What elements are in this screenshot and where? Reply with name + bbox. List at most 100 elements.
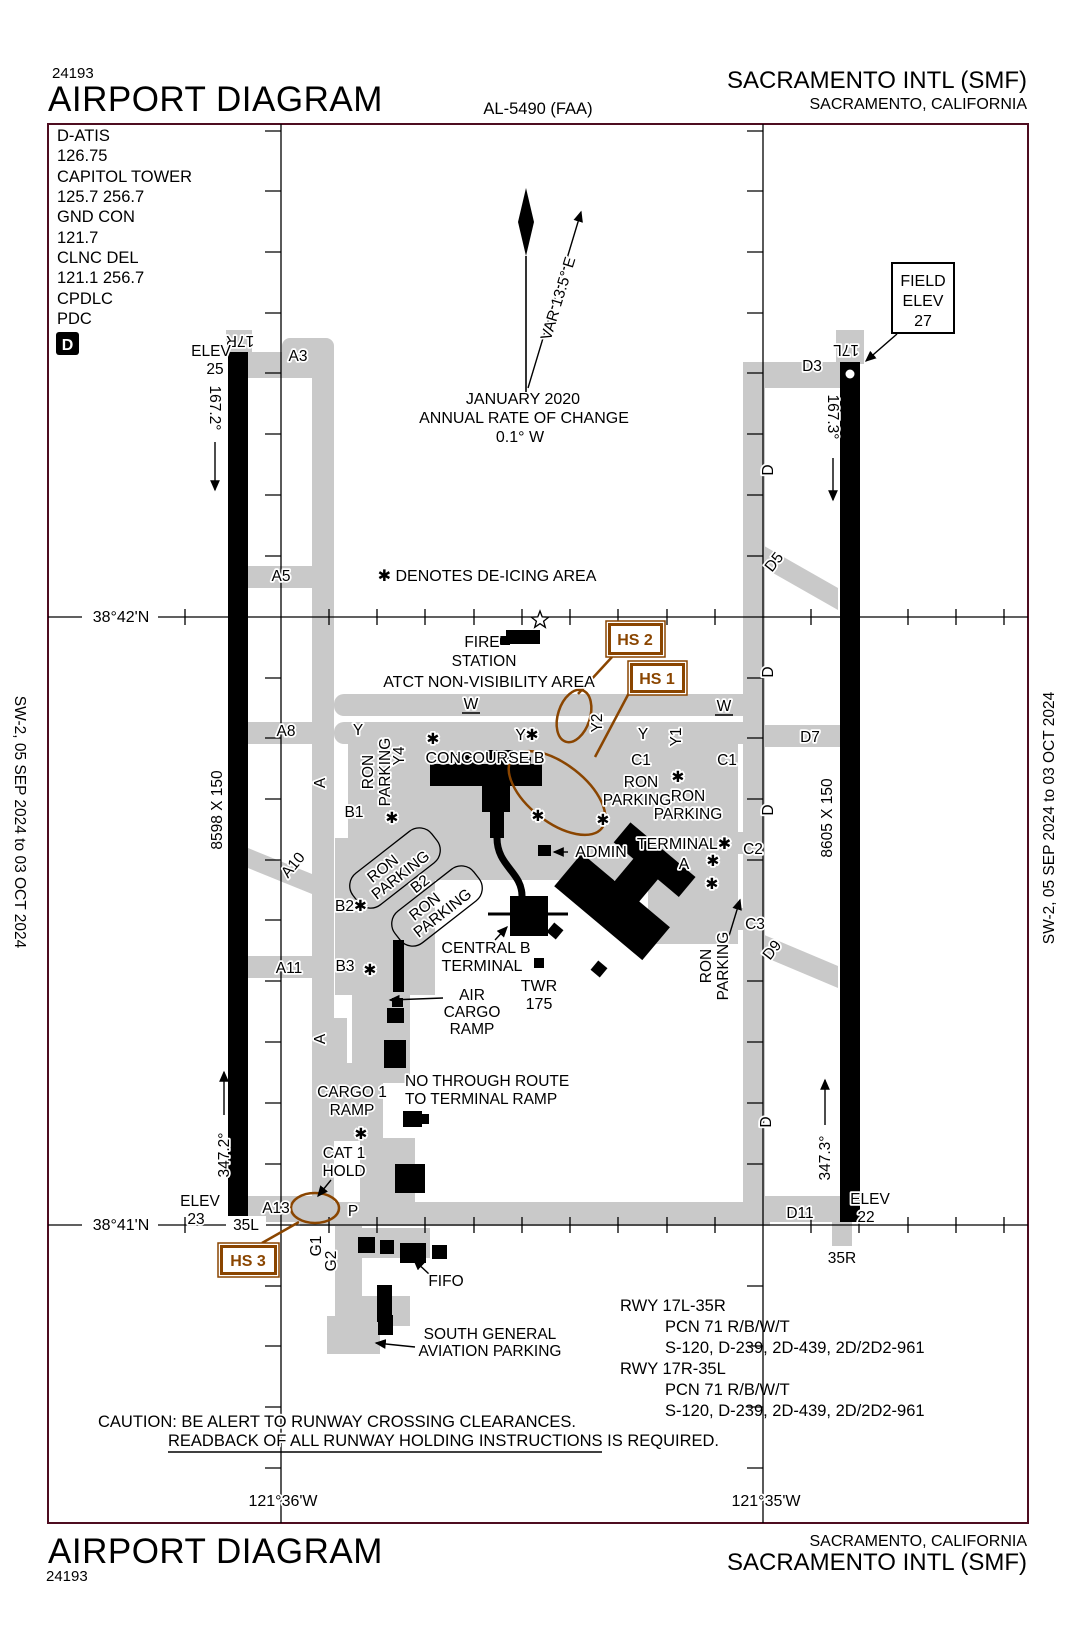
comm-line: 121.1 256.7 — [57, 269, 144, 287]
magvar-rate-label: ANNUAL RATE OF CHANGE — [419, 410, 629, 427]
edge-date-left: SW-2, 05 SEP 2024 to 03 OCT 2024 — [11, 696, 28, 949]
variation-arrow — [527, 210, 583, 389]
ron-parking-label-d9: RON — [698, 949, 715, 983]
field-elev-l1: FIELD — [900, 273, 945, 290]
tick-marks-lon-east — [747, 130, 763, 1469]
no-through-note-2: TO TERMINAL RAMP — [405, 1091, 557, 1108]
rwy35l-heading: 347.2° — [216, 1133, 233, 1178]
ron-parking-lane-outlines — [349, 827, 483, 947]
ron-parking-label-c1: RON — [624, 774, 658, 791]
lat-label-south: 38°41'N — [93, 1217, 150, 1234]
central-b-label-2: TERMINAL — [442, 958, 523, 975]
central-b-terminal-building — [510, 896, 548, 936]
taxiway-y4: Y4 — [391, 746, 408, 765]
taxiway-c3: C3 — [745, 916, 765, 933]
rwy-info-line: S-120, D-239, 2D-439, 2D/2D2-961 — [665, 1402, 925, 1420]
fifo-building — [358, 1237, 375, 1253]
header-airport-name: SACRAMENTO INTL (SMF) — [727, 67, 1027, 94]
footer-airport-name: SACRAMENTO INTL (SMF) — [727, 1549, 1027, 1576]
taxiway-a11: A11 — [276, 960, 302, 977]
taxiway-c2: C2 — [743, 841, 763, 858]
hotspot-graphics — [261, 656, 632, 1245]
runway-end-35l: 35L — [233, 1217, 259, 1234]
taxiway-w: W — [464, 696, 479, 713]
lat-label-north: 38°42'N — [93, 609, 150, 626]
taxiway-b1: B1 — [345, 804, 364, 821]
taxiway-y: Y — [353, 722, 363, 739]
taxiway-d: D — [760, 804, 777, 815]
air-cargo-label-3: RAMP — [450, 1021, 495, 1038]
concourse-b-label: CONCOURSE B — [425, 750, 544, 767]
taxiway-y: Y — [638, 726, 648, 743]
magvar-rate-value: 0.1° W — [496, 429, 545, 446]
deicing-mark-icon: ✱ — [706, 876, 719, 893]
comm-line: PDC — [57, 310, 92, 328]
lon-label-east: 121°35'W — [731, 1493, 801, 1510]
taxiway-b2-deice: B2✱ — [335, 898, 367, 915]
taxiway-y1: Y1 — [668, 728, 685, 747]
taxiway-b3: B3 — [336, 958, 355, 975]
comm-line: GND CON — [57, 208, 135, 226]
fire-station-building — [506, 630, 540, 644]
taxiway-a13: A13 — [262, 1200, 290, 1217]
page-title: AIRPORT DIAGRAM — [48, 80, 383, 119]
taxiway-c1: C1 — [717, 752, 737, 769]
taxiway-a: A — [312, 777, 329, 788]
taxiway-g1: G1 — [308, 1236, 325, 1257]
rwy-west-dimensions: 8598 X 150 — [209, 770, 226, 850]
label-bg — [82, 609, 158, 626]
tower-building — [534, 958, 544, 968]
rwy-info-line: PCN 71 R/B/W/T — [665, 1318, 790, 1336]
hotspot-3-label: HS 3 — [230, 1253, 266, 1270]
footer-city: SACRAMENTO, CALIFORNIA — [809, 1533, 1027, 1550]
cpdlc-d-icon — [56, 332, 79, 355]
comm-line: 125.7 256.7 — [57, 188, 144, 206]
ron-parking-label-west: RON — [360, 755, 377, 789]
south-ga-building — [378, 1315, 393, 1335]
deicing-marks: ✱ ✱ ✱ ✱ ✱ ✱ ✱ ✱ ✱ — [353, 729, 722, 1145]
fire-station-label-2: STATION — [452, 653, 517, 670]
taxiway-a3: A3 — [289, 348, 308, 365]
taxiway-apron-shapes — [226, 330, 864, 1354]
rwy17r-heading: 167.2° — [206, 386, 223, 431]
taxiway-d: D — [760, 666, 777, 677]
hotspot-boxes: HS 2 HS 1 HS 3 — [217, 620, 688, 1278]
south-ga-label-1: SOUTH GENERAL — [424, 1326, 557, 1343]
header-city: SACRAMENTO, CALIFORNIA — [809, 96, 1027, 113]
rwy35r-elev-label: ELEV — [850, 1191, 890, 1208]
rwy-east-dimensions: 8605 X 150 — [819, 778, 836, 858]
cpdlc-d-glyph: D — [62, 337, 74, 354]
tower-label: TWR — [521, 978, 557, 995]
rwy17r-elev-label: ELEV — [191, 343, 231, 360]
deicing-mark-icon: ✱ — [597, 812, 610, 829]
cat1-hold-label-2: HOLD — [322, 1163, 365, 1180]
header-chart-id: 24193 — [52, 65, 94, 82]
ron-parking-label-east: RON — [671, 788, 705, 805]
taxiway-a: A — [312, 1033, 329, 1044]
atct-note: ATCT NON-VISIBILITY AREA — [383, 674, 595, 691]
rwy-info-line: RWY 17L-35R — [620, 1297, 726, 1315]
ron-parking-label-d9: PARKING — [715, 932, 732, 1001]
air-cargo-label-2: CARGO — [444, 1004, 501, 1021]
tick-marks-lon-west — [265, 130, 281, 1469]
fire-station-label-1: FIRE — [464, 634, 499, 651]
terminal-label: TERMINAL✱ — [637, 836, 731, 853]
cargo1-ramp-label-1: CARGO 1 — [317, 1084, 387, 1101]
air-cargo-label-1: AIR — [459, 987, 485, 1004]
taxiway-y2: Y2 — [589, 714, 606, 733]
hotspot-3-ellipse — [289, 1191, 341, 1225]
runway-end-17l: 17L — [833, 341, 859, 358]
label-bg — [82, 1217, 158, 1234]
deicing-mark-icon: ✱ — [355, 1126, 368, 1143]
concourse-b-building — [430, 764, 542, 786]
runway-end-17r: 17R — [226, 332, 254, 349]
rwy17r-elev-value: 25 — [206, 361, 223, 378]
field-elev-box: FIELD ELEV 27 — [864, 262, 955, 362]
deicing-mark-icon: ✱ — [672, 769, 685, 786]
caution-note-2: READBACK OF ALL RUNWAY HOLDING INSTRUCTI… — [168, 1432, 719, 1450]
taxiway-p: P — [348, 1203, 358, 1220]
taxiway-d7: D7 — [800, 729, 820, 746]
comm-line: CLNC DEL — [57, 249, 139, 267]
